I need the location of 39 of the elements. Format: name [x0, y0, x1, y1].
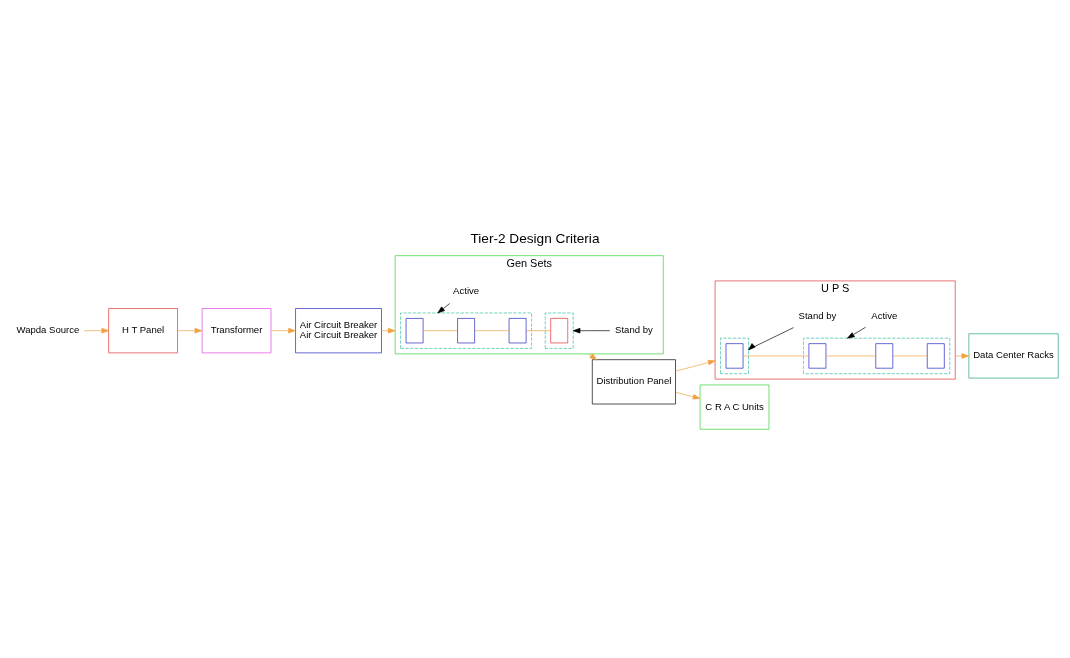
connector [525, 329, 551, 331]
node-text: Stand by [798, 309, 837, 321]
node-box: H T Panel [108, 307, 178, 353]
arrow [748, 326, 794, 350]
node-box [550, 317, 569, 343]
arrow [177, 327, 203, 333]
node-box: C R A C Units [699, 384, 770, 430]
arrow [381, 327, 396, 333]
cluster [400, 312, 532, 349]
node-box [457, 317, 475, 343]
connector [423, 329, 458, 331]
arrow [588, 352, 598, 360]
arrow [675, 359, 716, 371]
arrow [270, 327, 296, 333]
arrow [847, 326, 866, 339]
arrow [84, 327, 109, 333]
diagram-title: Tier-2 Design Criteria [470, 230, 600, 246]
node-text: Active [871, 309, 898, 321]
cluster [544, 312, 574, 349]
node-text: Stand by [615, 323, 653, 335]
node-box: Air Circuit Breaker Air Circuit Breaker [295, 307, 382, 353]
connector [474, 329, 510, 331]
arrow [572, 327, 611, 333]
node-text: Wapda Source [16, 323, 80, 335]
node-box: Transformer [201, 307, 272, 353]
node-text: Active [453, 284, 480, 296]
node-box [405, 317, 424, 343]
arrow [675, 391, 701, 399]
arrow [437, 302, 451, 313]
cluster [803, 337, 951, 374]
node-box [725, 342, 744, 369]
node-box: Data Center Racks [968, 332, 1059, 378]
node-box [926, 342, 945, 369]
node-box [508, 317, 527, 343]
node-box [875, 342, 894, 369]
cluster [720, 337, 749, 374]
arrow [954, 352, 970, 359]
node-box: Distribution Panel [591, 358, 676, 404]
node-box [808, 342, 827, 369]
